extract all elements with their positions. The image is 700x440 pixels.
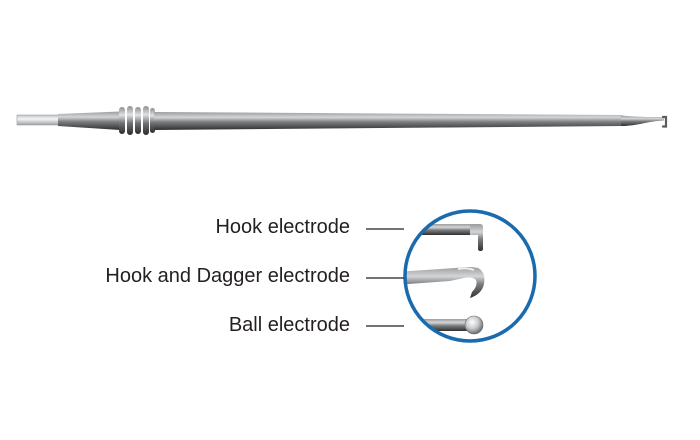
electrode-tips-zoom: [403, 209, 537, 343]
connector-pin: [16, 114, 60, 126]
hook-dagger-electrode-label: Hook and Dagger electrode: [105, 265, 350, 287]
electrode-instrument: [16, 106, 668, 135]
bent-tip: [621, 115, 664, 126]
leader-lines: [366, 228, 404, 327]
hook-electrode-label: Hook electrode: [215, 216, 350, 238]
grip-rings: [119, 106, 155, 135]
hook-dagger-electrode-tip: [405, 267, 485, 298]
tip-hook: [661, 115, 668, 128]
main-shaft: [154, 112, 622, 130]
tapered-collar: [58, 111, 120, 130]
zoom-circle-border: [403, 209, 537, 343]
ball-electrode-label: Ball electrode: [228, 314, 350, 336]
